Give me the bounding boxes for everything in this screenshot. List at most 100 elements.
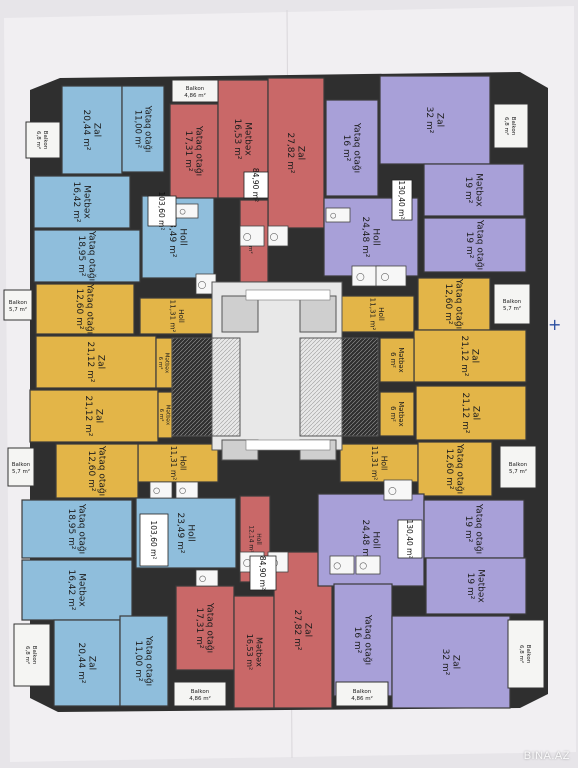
room-area: 12,60 m² [86,450,96,491]
balcony-area: 6,8 m² [518,645,525,663]
core-corridor-top [245,289,331,301]
balcony-name: Balkon [525,645,531,664]
room-fill [53,619,121,707]
room-area: 16,42 m² [66,569,76,610]
balcony-fill [25,121,61,159]
toilet-fixture [381,273,389,281]
room-name: Yataq otağı [144,635,154,686]
room-fill [61,85,123,175]
room-name: Yataq otağı [474,503,484,554]
room-name: Yataq otağı [87,230,97,281]
room-area: 19 m² [464,232,474,259]
balcony-name: Balkon [42,131,48,150]
balcony-fill [507,619,545,689]
toilet-fixture [356,273,365,281]
room-fill [233,595,275,709]
apartment-total-red_bottom: 84,90 m² [249,555,277,591]
toilet-fixture [179,487,186,494]
room-fill [119,615,169,707]
room-name: Zal [96,355,106,369]
room-name: Yataq otağı [77,503,87,554]
apartment-total-area: 130,40 m² [405,520,414,559]
balcony-area: 4,86 m² [184,92,206,99]
balcony-area: 5,7 m² [509,468,527,475]
elevator-shaft-1 [221,295,259,333]
room-area: 23,49 m² [167,216,177,257]
balcony-area: 5,7 m² [503,305,521,312]
room-name: Zal [435,113,445,127]
room-fill [267,77,325,229]
room-name: Mətbəx [77,573,87,607]
bathroom [267,225,289,247]
balcony-name: Balkon [12,462,31,468]
apartment-total-box [147,195,177,227]
room-area: 6 m² [389,406,397,422]
balcony-name: Balkon [510,117,516,136]
apartment-total-area: 84,90 m² [258,556,267,590]
room-fill [121,85,165,173]
room-area: 16,42 m² [71,181,81,222]
balcony-fill [7,447,35,487]
toilet-fixture [270,233,278,241]
apartment-total-area: 130,40 m² [397,181,406,220]
balcony-fill [335,681,389,707]
room-area: 27,82 m² [285,132,295,173]
room-name: Holl [371,228,381,245]
room-area: 12,60 m² [443,283,453,324]
room-fill [35,283,135,335]
apartment-total-area: 84,90 m² [251,168,260,202]
room-area: 17,31 m² [183,130,193,171]
elevator-shaft-2 [299,295,337,333]
room-area: 21,12 m² [460,392,470,433]
toilet-fixture [330,212,337,219]
room-area: 21,12 m² [83,395,93,436]
room-fill [413,329,527,383]
room-name: Zal [296,146,306,160]
apartment-total-area: 103,60 m² [157,192,166,231]
apartment-total-blue_top: 103,60 m² [147,192,177,231]
room-area: 17,31 m² [194,607,204,648]
room-name: Holl [255,533,262,545]
bathroom [329,555,355,575]
stairwell-left [171,337,241,437]
room-name: Yataq otağı [352,122,362,173]
room-name: Mətbəx [397,401,405,426]
room-area: 12,60 m² [74,288,84,329]
room-area: 23,49 m² [175,512,185,553]
room-area: 19 m² [465,573,475,600]
balcony-area: 5,7 m² [12,468,30,475]
balcony-area: 6,8 m² [24,646,31,664]
room-area: 11,31 m² [370,446,379,481]
room-area: 11,31 m² [169,446,178,481]
room-fill [423,163,525,217]
room-name: Holl [371,531,381,548]
room-fill [325,99,379,197]
room-area: 19 m² [463,177,473,204]
bathroom [149,481,173,499]
room-area: 16 m² [352,627,362,654]
room-area: 18,95 m² [76,235,86,276]
room-fill [415,385,527,441]
room-fill [339,443,419,483]
room-name: Mətbəx [82,185,92,219]
